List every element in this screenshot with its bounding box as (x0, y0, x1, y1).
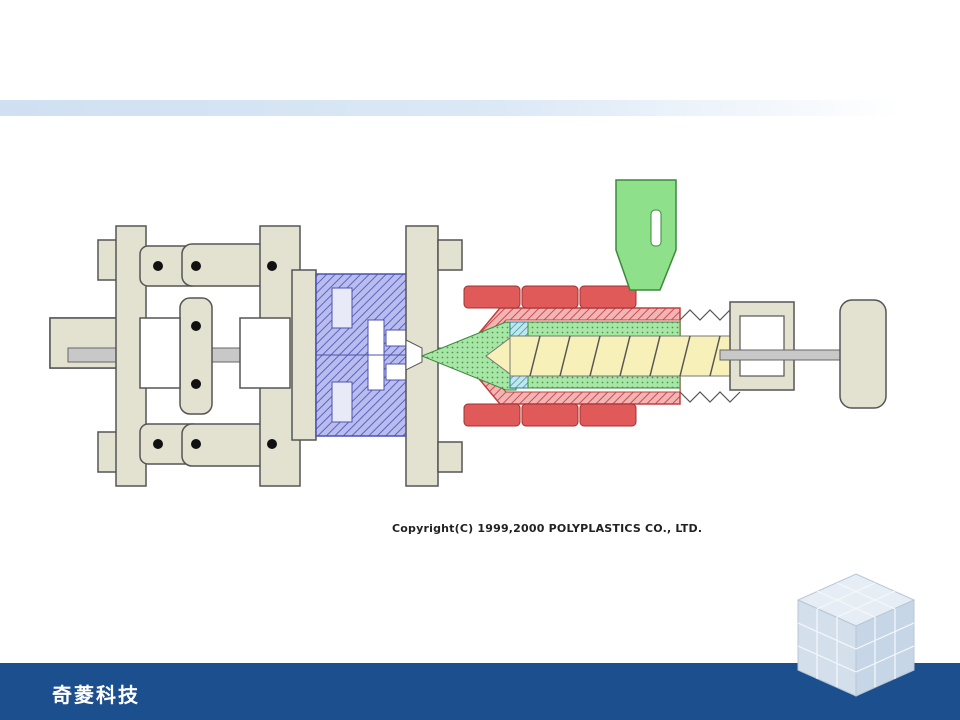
mold (315, 273, 413, 437)
moving-platen (291, 269, 317, 441)
header-band (0, 100, 900, 116)
hopper (615, 179, 677, 291)
footer-bar (0, 663, 960, 720)
screw-drive (719, 299, 887, 409)
cube-logo-icon (796, 573, 916, 697)
copyright-text: Copyright(C) 1999,2000 POLYPLASTICS CO.,… (392, 522, 703, 535)
brand-name: 奇菱科技 (52, 683, 140, 707)
injection-molding-diagram (49, 179, 887, 487)
toggle-clamp (97, 225, 301, 487)
screw (485, 309, 741, 403)
